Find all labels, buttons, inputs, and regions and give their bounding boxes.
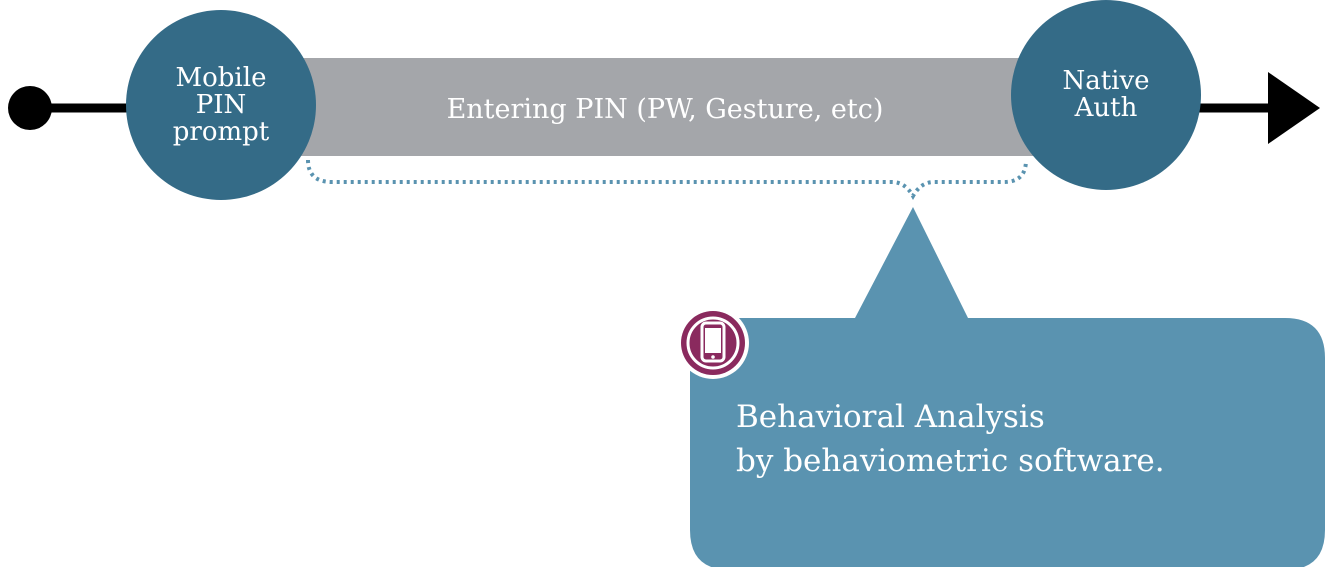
callout-line-1: Behavioral Analysis [736, 399, 1045, 435]
flow-arrowhead [1268, 72, 1320, 144]
mobile-phone-icon [677, 307, 749, 379]
start-node [126, 10, 316, 200]
callout-line-2: by behaviometric software. [736, 443, 1165, 479]
callout-box [690, 207, 1325, 567]
step-bar [290, 58, 1040, 156]
start-node-label: Mobile PIN prompt [172, 62, 270, 147]
end-node-label: Native Auth [1062, 66, 1150, 123]
callout-text: Behavioral Analysis by behaviometric sof… [736, 395, 1306, 483]
end-node [1011, 0, 1201, 190]
flow-start-dot [8, 86, 52, 130]
step-bar-label: Entering PIN (PW, Gesture, etc) [446, 93, 884, 125]
dotted-bracket [306, 159, 1028, 201]
